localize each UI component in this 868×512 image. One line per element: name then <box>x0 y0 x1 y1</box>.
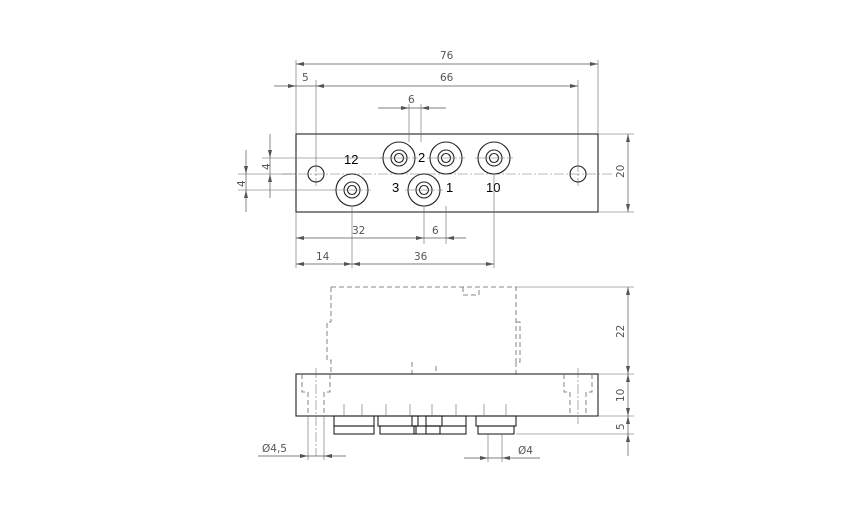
dim-overall-height: 20 <box>615 165 627 178</box>
valve-body-hidden <box>326 286 521 374</box>
dim-hole-spacing: 66 <box>440 72 454 84</box>
port-label-12: 12 <box>344 152 358 167</box>
port-label-3: 3 <box>392 180 399 195</box>
dim-edge-to-hole: 5 <box>302 72 309 84</box>
port-label-1: 1 <box>446 180 453 195</box>
dim-port-pitch-bottom: 6 <box>432 225 439 237</box>
plate-outline-top <box>295 133 599 213</box>
plate-outline-side <box>295 373 599 417</box>
dim-offset-upper: 4 <box>261 163 273 170</box>
mounting-hole-right <box>569 165 587 183</box>
dim-port-distance: 32 <box>352 225 365 237</box>
dim-fitting-height: 5 <box>615 423 627 430</box>
dim-port-pitch-top: 6 <box>408 94 415 106</box>
dim-overall-width: 76 <box>440 50 454 62</box>
dim-valve-height: 22 <box>615 325 627 338</box>
dim-offset-lower: 4 <box>236 180 248 187</box>
port-label-10: 10 <box>486 180 500 195</box>
dim-port-span: 36 <box>414 251 428 263</box>
fitting-group <box>333 404 517 435</box>
top-view: 12 2 3 1 10 76 5 66 6 20 <box>236 50 634 268</box>
dim-plate-height: 10 <box>615 389 627 402</box>
port-label-2: 2 <box>418 150 425 165</box>
dim-fitting-diameter: Ø4 <box>518 445 533 457</box>
dim-left-offset: 14 <box>316 251 330 263</box>
mounting-hole-left <box>307 165 325 183</box>
side-view: 22 10 5 Ø4,5 Ø4 <box>258 286 634 462</box>
dim-hole-diameter: Ø4,5 <box>262 443 287 455</box>
